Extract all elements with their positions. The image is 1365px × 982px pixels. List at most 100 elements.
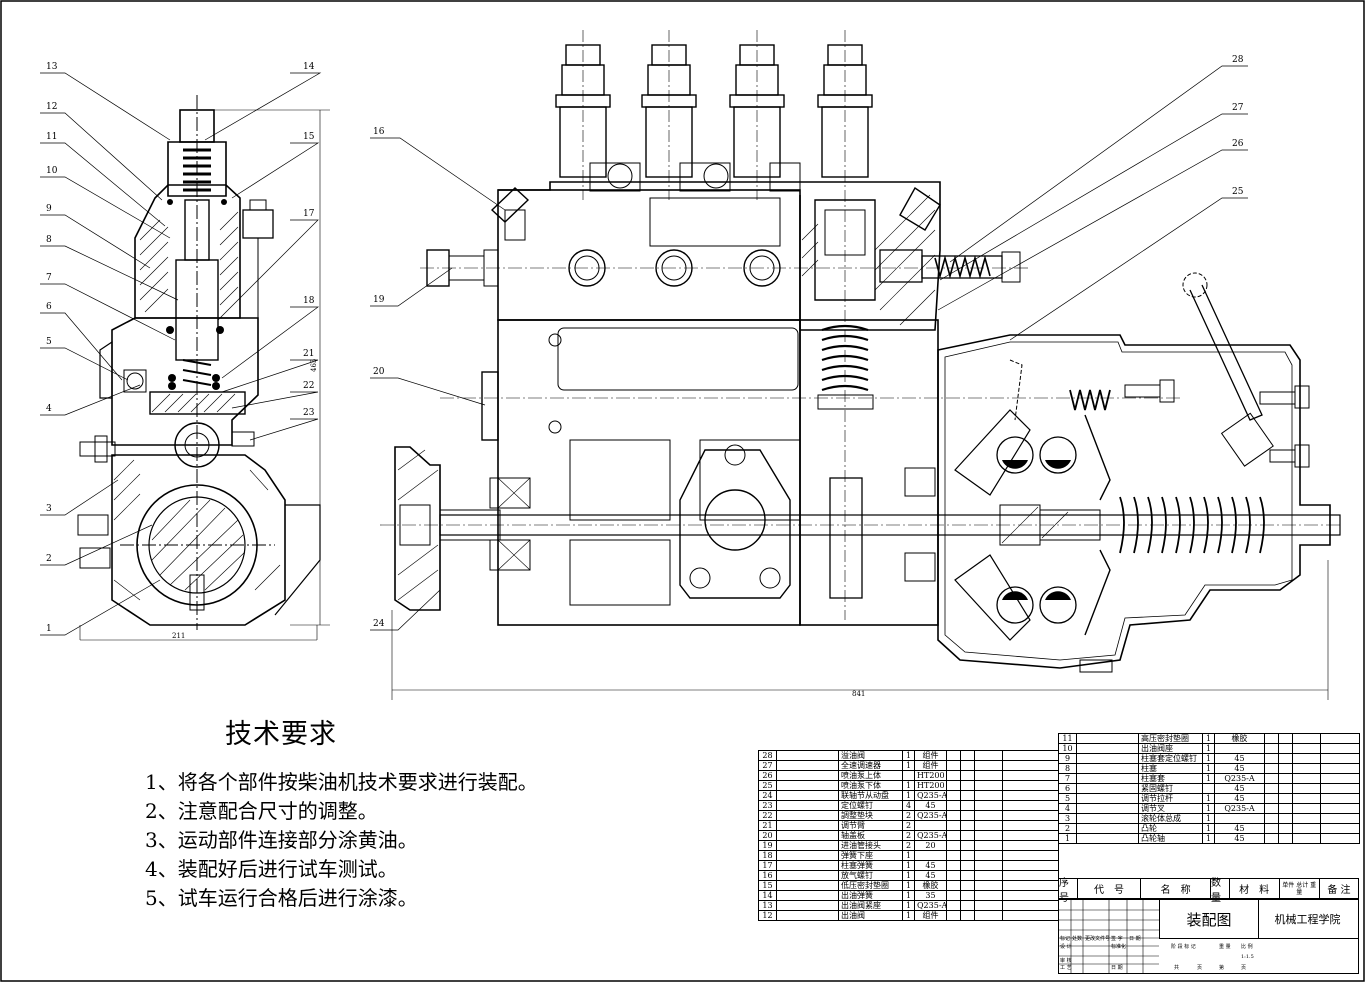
bom-qty: 1 [1202,743,1215,754]
label-weight: 重 量 [1219,944,1231,950]
bom-w2 [1278,773,1293,784]
bom-w2 [960,760,975,771]
bom-name: 弹簧下座 [838,850,903,861]
bom-w2 [960,890,975,901]
bom-w1 [946,840,961,851]
bom-note [1320,833,1360,844]
bom-no: 10 [1058,743,1077,754]
bom-w1 [1264,793,1279,804]
callout-8: 8 [46,235,52,245]
bom-qty [1202,783,1215,794]
bom-w2 [960,830,975,841]
bom-material [1214,813,1265,824]
tech-item: 1、将各个部件按柴油机技术要求进行装配。 [145,770,538,794]
bom-material: Q235-A [1214,803,1265,814]
bom-w3 [974,770,1003,781]
bom-note [1320,763,1360,774]
bom-note [1002,890,1059,901]
bom-qty: 1 [902,870,915,881]
bom-note [1002,810,1059,821]
bom-name: 放气螺钉 [838,870,903,881]
label-sheet: 第 [1219,965,1225,971]
bom-w3 [1292,803,1321,814]
callout-21: 21 [303,349,314,359]
bom-no: 24 [758,790,777,801]
bom-w3 [974,750,1003,761]
bom-material [914,820,947,831]
bom-w2 [1278,833,1293,844]
bom-no: 7 [1058,773,1077,784]
bom-w3 [1292,743,1321,754]
scale-value: 1:1.5 [1241,954,1254,960]
bom-w3 [974,830,1003,841]
bom-name: 进油管接头 [838,840,903,851]
bom-no: 28 [758,750,777,761]
bom-name: 溢油阀 [838,750,903,761]
school-name: 机械工程学院 [1257,900,1358,939]
bom-w2 [960,750,975,761]
bom-material: Q235-A [914,810,947,821]
bom-w2 [960,810,975,821]
bom-w1 [1264,753,1279,764]
bom-qty: 1 [1202,763,1215,774]
label-signature: 签 字 [1111,936,1123,942]
bom-no: 18 [758,850,777,861]
bom-code [1076,763,1139,774]
bom-qty: 1 [1202,803,1215,814]
callout-3: 3 [46,504,52,514]
bom-w1 [946,890,961,901]
bom-name: 滚轮体总成 [1138,813,1203,824]
bom-w2 [1278,763,1293,774]
bom-no: 3 [1058,813,1077,824]
side-section-view [77,95,330,641]
bom-material: 组件 [914,910,947,921]
label-process: 工 艺 [1060,965,1072,971]
bom-qty [902,770,915,781]
bom-w1 [946,760,961,771]
bom-material: 组件 [914,760,947,771]
bom-note [1002,750,1059,761]
bom-w1 [946,770,961,781]
bom-w3 [974,890,1003,901]
bom-note [1002,800,1059,811]
bom-material: 组件 [914,750,947,761]
callout-5: 5 [46,337,52,347]
bom-no: 1 [1058,833,1077,844]
bom-w1 [946,810,961,821]
bom-qty: 2 [902,830,915,841]
bom-w1 [946,830,961,841]
bom-w2 [1278,793,1293,804]
bom-qty: 1 [902,890,915,901]
bom-material: 45 [1214,783,1265,794]
bom-code [776,760,839,771]
side-callout-leaders [40,72,322,636]
bom-w2 [960,840,975,851]
bom-no: 13 [758,900,777,911]
callout-4: 4 [46,404,52,414]
bom-no: 2 [1058,823,1077,834]
bom-name: 出油阀座 [1138,743,1203,754]
bom-code [1076,743,1139,754]
bom-no: 25 [758,780,777,791]
bom-name: 柱塞套定位螺钉 [1138,753,1203,764]
bom-material: 45 [914,870,947,881]
bom-w2 [960,850,975,861]
bom-w1 [946,910,961,921]
callout-6: 6 [46,302,52,312]
bom-w3 [974,910,1003,921]
bom-name: 调节拉杆 [1138,793,1203,804]
bom-name: 柱塞弹簧 [838,860,903,871]
bom-w2 [960,820,975,831]
label-stage-mark: 阶 段 标 记 [1171,944,1196,950]
bom-code [776,910,839,921]
bom-code [776,800,839,811]
bom-w3 [974,810,1003,821]
bom-w3 [974,840,1003,851]
bom-w2 [960,790,975,801]
